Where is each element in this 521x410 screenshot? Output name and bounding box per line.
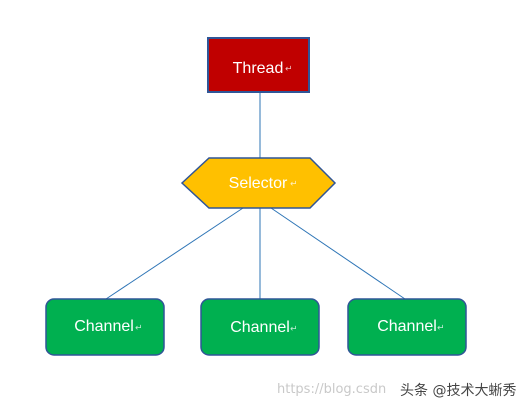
- thread-label: Thread: [233, 60, 284, 77]
- watermark-text: https://blog.csdn: [277, 382, 387, 397]
- selector-node: Selector ↵: [180, 157, 337, 209]
- selector-hexagon: [180, 157, 337, 209]
- channel-node: Channel ↵: [45, 298, 165, 356]
- connector-selector-channel-1: [105, 207, 244, 300]
- selector-label: Selector: [229, 175, 288, 192]
- paragraph-mark: ↵: [290, 325, 298, 335]
- author-byline: 头条 @技术大蜥秀: [400, 383, 517, 399]
- channel-box: [45, 298, 165, 356]
- thread-node: Thread ↵: [207, 37, 310, 93]
- channel-label: Channel: [377, 318, 437, 335]
- paragraph-mark: ↵: [437, 324, 445, 334]
- channel-label: Channel: [74, 318, 134, 335]
- paragraph-mark: ↵: [135, 324, 143, 334]
- channel-node: Channel ↵: [347, 298, 467, 356]
- channel-box: [200, 298, 320, 356]
- channel-box: [347, 298, 467, 356]
- connector-selector-channel-3: [270, 207, 406, 300]
- paragraph-mark: ↵: [285, 65, 293, 75]
- thread-box: [207, 37, 310, 93]
- paragraph-mark: ↵: [290, 180, 298, 190]
- channel-label: Channel: [230, 319, 290, 336]
- channel-node: Channel ↵: [200, 298, 320, 356]
